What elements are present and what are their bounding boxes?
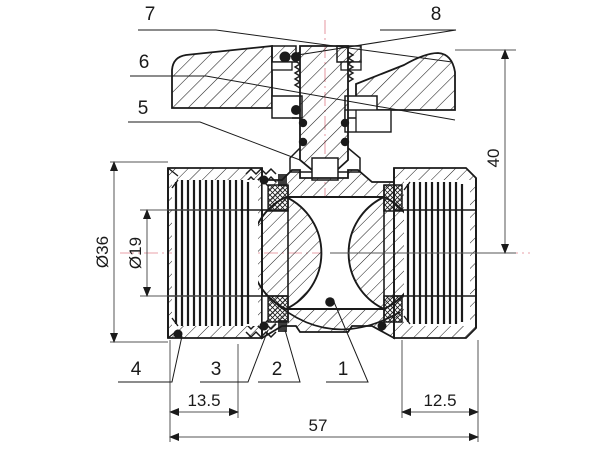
valve-seats — [267, 184, 403, 323]
valve-stem — [289, 45, 361, 181]
dimension-right-12-5 — [401, 340, 479, 418]
callout-label-2: 2 — [272, 359, 283, 380]
callout-label-6: 6 — [139, 52, 150, 73]
leader-6 — [130, 75, 456, 121]
callout-label-5: 5 — [138, 98, 149, 119]
handle-right-wing — [355, 52, 456, 111]
dimension-label-bore19: Ø19 — [126, 237, 145, 269]
leader-1 — [326, 301, 369, 383]
dimension-left-13-5 — [169, 340, 239, 418]
callout-label-4: 4 — [131, 359, 142, 380]
dimension-label-57: 57 — [309, 416, 328, 435]
dimension-overall-57 — [169, 412, 479, 442]
left-thread-lines — [174, 180, 250, 326]
leader-2 — [258, 329, 301, 383]
leader-8 — [284, 29, 457, 58]
dimension-od-36 — [110, 161, 168, 343]
dimension-label-13-5: 13.5 — [187, 391, 220, 410]
stem-o-rings — [291, 52, 350, 147]
callout-label-1: 1 — [338, 359, 349, 380]
leader-7 — [138, 29, 453, 63]
callout-leaders — [118, 29, 457, 383]
seat-lower-left — [267, 295, 289, 323]
callout-label-7: 7 — [145, 4, 156, 25]
left-threaded-end — [167, 168, 288, 338]
leader-5 — [128, 121, 301, 161]
callout-label-3: 3 — [211, 359, 222, 380]
dimension-label-12-5: 12.5 — [423, 391, 456, 410]
callout-label-8: 8 — [431, 4, 442, 25]
leader-3 — [200, 329, 269, 383]
dimension-label-40: 40 — [484, 149, 503, 168]
dimension-label-od36: Ø36 — [93, 236, 112, 268]
handle-left-wing — [171, 45, 273, 109]
dimension-height-40 — [330, 49, 516, 254]
leader-4 — [118, 335, 183, 383]
seat-lower-right — [383, 295, 403, 323]
dimension-bore-19 — [140, 209, 240, 297]
seat-upper-right — [383, 184, 403, 212]
seat-upper-left — [267, 184, 289, 212]
stem-thread-right — [347, 51, 355, 83]
